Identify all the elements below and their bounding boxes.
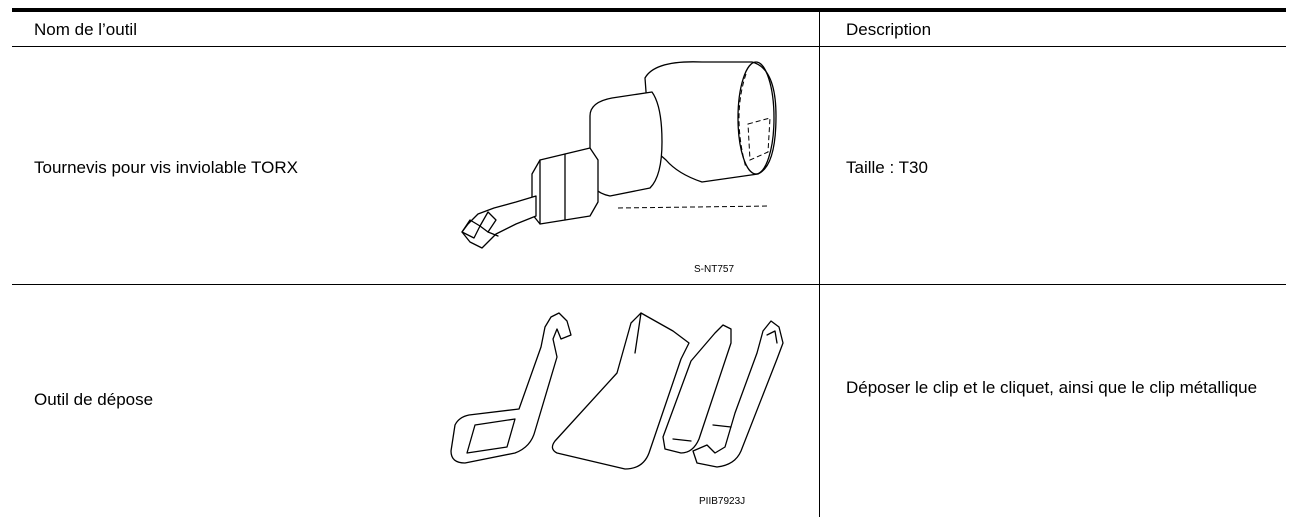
row-1-description: Taille : T30 bbox=[846, 158, 928, 177]
tool-table: Nom de l’outil Description Tournevis pou… bbox=[12, 8, 1286, 517]
row-2-tool-name: Outil de dépose bbox=[34, 390, 154, 409]
header-tool-name: Nom de l’outil bbox=[34, 20, 137, 39]
row-2-figure-code: PIIB7923J bbox=[699, 496, 746, 507]
header-description: Description bbox=[846, 20, 932, 39]
column-divider bbox=[819, 12, 820, 517]
header-rule bbox=[12, 46, 1286, 47]
row-2-description: Déposer le clip et le cliquet, ainsi que… bbox=[846, 378, 1258, 397]
torx-bit-socket-icon bbox=[440, 56, 790, 252]
table-top-rule bbox=[12, 8, 1286, 12]
row-1-tool-name: Tournevis pour vis inviolable TORX bbox=[34, 158, 298, 177]
trim-remover-set-icon bbox=[445, 312, 790, 477]
row-1-figure-code: S-NT757 bbox=[694, 264, 735, 275]
row-rule bbox=[12, 284, 1286, 285]
